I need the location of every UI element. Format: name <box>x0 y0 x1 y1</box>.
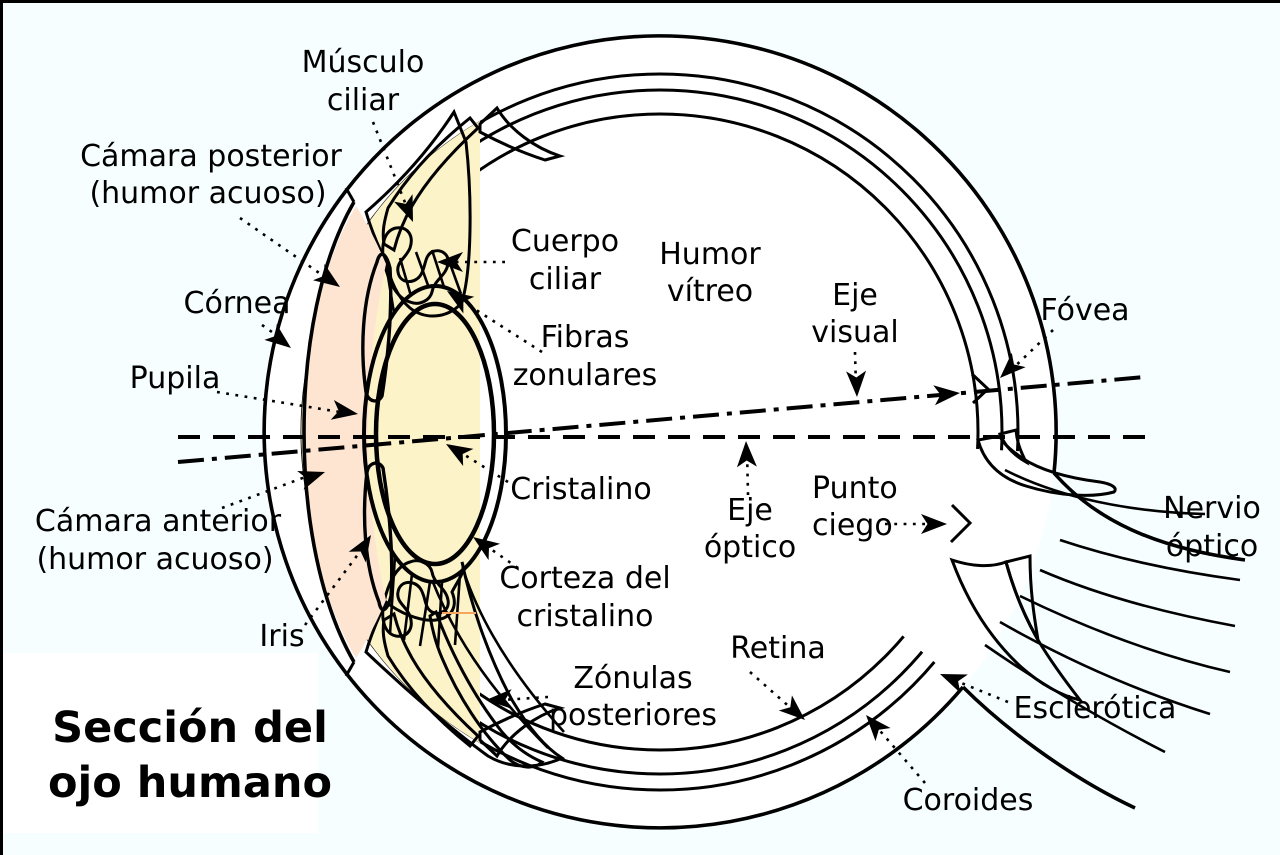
label-zonulas-posteriores: Zónulas <box>573 661 692 696</box>
leader-esclerotica <box>953 678 1009 704</box>
label-humor-vitreo: Humor <box>659 237 761 272</box>
leader-coroides <box>874 724 926 784</box>
label-cornea: Córnea <box>184 286 291 321</box>
choroid-front-strip-bottom <box>381 611 481 749</box>
optic-nerve-fiber <box>1039 568 1236 628</box>
label-camara-posterior: Cámara posterior <box>80 139 342 174</box>
limbus-notch-top <box>344 187 356 203</box>
label-eje-optico: Eje <box>727 493 773 528</box>
label-eje-visual: Eje <box>832 278 878 313</box>
optic-nerve-mouth <box>890 448 1053 685</box>
leader-retina <box>749 671 794 711</box>
choroid-hook-upper <box>997 428 1030 466</box>
label-corteza-cristalino: cristalino <box>517 599 654 634</box>
optic-nerve-fiber <box>1059 538 1241 582</box>
zonular-fiber <box>430 249 446 288</box>
leader-camara-posterior <box>239 216 326 279</box>
blind-spot-notch <box>949 503 973 544</box>
ciliary-process-top <box>381 226 450 305</box>
label-eje-optico: óptico <box>704 530 796 565</box>
label-pupila: Pupila <box>130 361 221 396</box>
ciliary-sheath-bottom <box>428 609 545 769</box>
cornea-inner-arc <box>302 201 356 663</box>
ciliary-muscle-bottom <box>364 561 566 768</box>
leader-camara-anterior <box>221 474 309 510</box>
lens <box>373 301 497 567</box>
sclera-contour <box>262 34 1058 830</box>
label-coroides: Coroides <box>903 783 1034 818</box>
label-musculo-ciliar: Músculo <box>302 45 425 80</box>
leader-musculo-ciliar <box>371 121 408 206</box>
leader-fibras-zonulares <box>461 299 543 354</box>
label-nervio-optico: óptico <box>1166 529 1258 564</box>
optic-nerve-fiber <box>999 620 1211 716</box>
leader-iris <box>303 548 364 626</box>
limbus-notch-bottom <box>344 661 356 677</box>
choroid-front-strip-top <box>381 115 481 253</box>
label-iris: Iris <box>259 619 304 654</box>
label-camara-anterior: (humor acuoso) <box>36 542 273 577</box>
label-cuerpo-ciliar: ciliar <box>529 262 602 297</box>
leader-pupila <box>216 390 341 414</box>
zonular-fiber <box>453 573 462 646</box>
frame-left-edge <box>0 0 3 855</box>
label-nervio-optico: Nervio <box>1163 491 1261 526</box>
label-fibras-zonulares: zonulares <box>513 358 658 393</box>
title-backdrop <box>2 653 318 833</box>
optic-nerve-fiber <box>1019 594 1231 674</box>
lens-cortex <box>362 284 508 584</box>
diagram-title: ojo humano <box>48 758 332 808</box>
zonular-fiber <box>418 581 432 647</box>
leader-zonulas <box>501 695 549 702</box>
label-cuerpo-ciliar: Cuerpo <box>511 224 619 259</box>
label-zonulas-posteriores: posteriores <box>549 698 717 733</box>
label-camara-posterior: (humor acuoso) <box>89 176 326 211</box>
fovea-notch <box>970 372 991 405</box>
ora-serrata-bottom <box>478 702 566 759</box>
diagram-title: Sección del <box>52 703 328 753</box>
label-esclerotica: Esclerótica <box>1014 691 1177 726</box>
choroid-hook-lower <box>1004 554 1040 641</box>
zonular-fiber <box>398 257 413 297</box>
label-camara-anterior: Cámara anterior <box>35 504 282 539</box>
zonular-fiber <box>402 573 414 641</box>
leader-cristalino <box>459 450 509 484</box>
iris-bottom <box>362 461 394 612</box>
zonular-fiber <box>436 581 444 649</box>
leader-corteza <box>484 543 519 570</box>
optic-nerve-upper-outline <box>1052 471 1246 562</box>
label-punto-ciego: Punto <box>812 471 898 506</box>
optic-nerve-fiber <box>984 643 1166 754</box>
optic-nerve-lower-outline <box>961 685 1136 810</box>
label-musculo-ciliar: ciliar <box>327 83 400 118</box>
frame-top-edge <box>0 0 1280 3</box>
label-retina: Retina <box>730 631 825 666</box>
leader-fovea <box>1007 329 1054 374</box>
ora-serrata-top <box>478 105 566 162</box>
label-cristalino: Cristalino <box>510 472 651 507</box>
label-humor-vitreo: vítreo <box>667 274 753 309</box>
label-corteza-cristalino: Corteza del <box>499 561 670 596</box>
optic-nerve-fiber <box>1004 468 1206 516</box>
iris-top <box>361 252 393 403</box>
label-eje-visual: visual <box>811 315 898 350</box>
label-fovea: Fóvea <box>1040 293 1129 328</box>
posterior-zonule <box>430 579 549 749</box>
posterior-zonule <box>462 571 565 733</box>
label-fibras-zonulares: Fibras <box>541 320 630 355</box>
label-punto-ciego: ciego <box>812 508 893 543</box>
